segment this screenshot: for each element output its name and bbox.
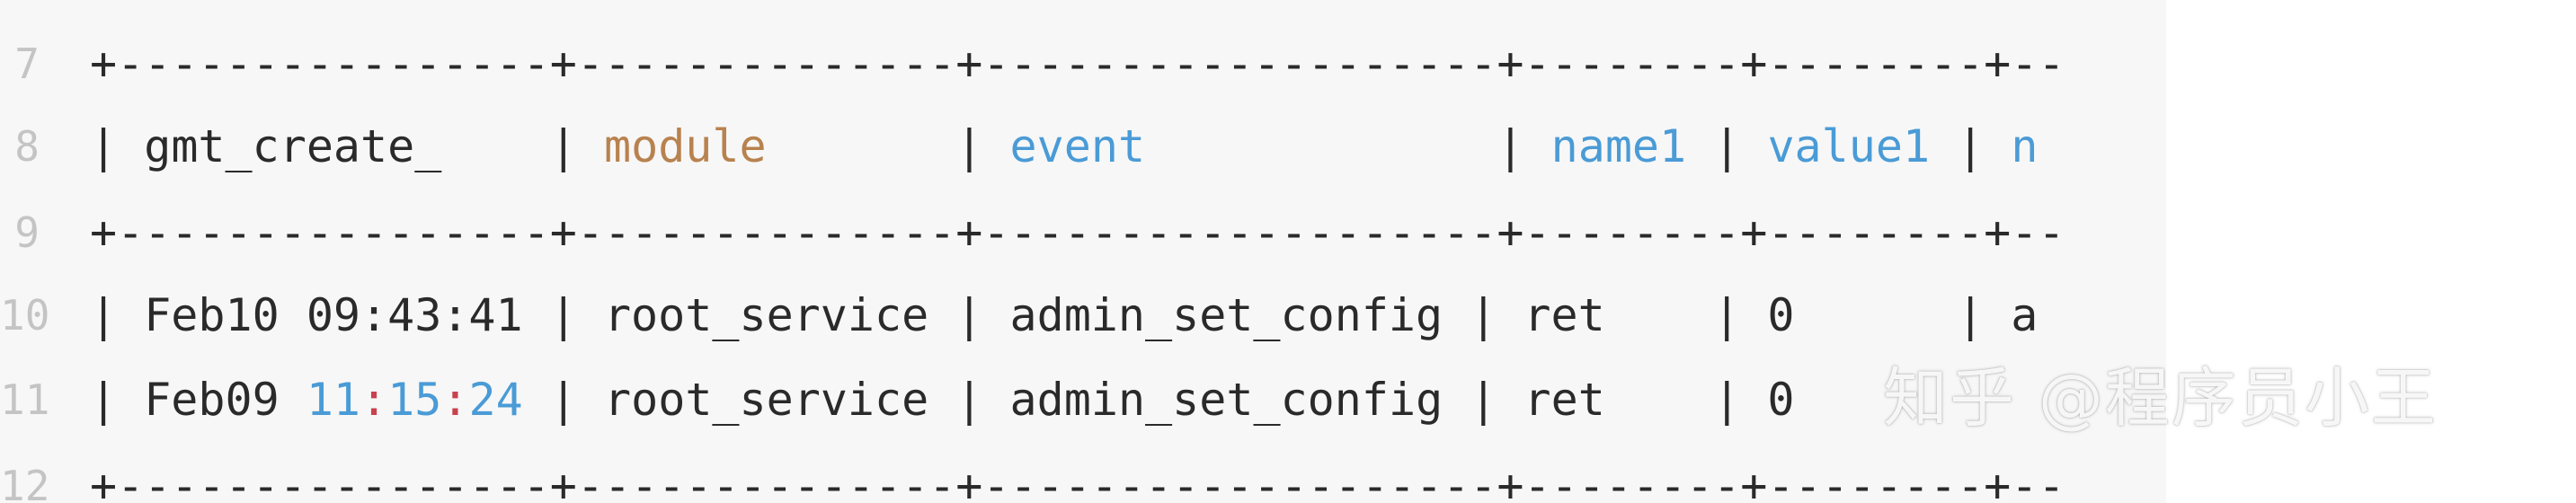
table-header-row: | gmt_create_ | module | event | name1 |… — [90, 104, 2038, 189]
row-prefix: | Feb09 — [90, 374, 306, 426]
line-number: 8 — [14, 122, 40, 171]
code-line-12: 12 +----------------+--------------+----… — [0, 444, 2065, 503]
header-gmt-create: gmt_create_ — [144, 120, 442, 172]
header-truncated: n — [2011, 120, 2039, 172]
time-colon: : — [441, 374, 469, 426]
line-number: 12 — [0, 462, 50, 503]
pipe: | — [1145, 120, 1551, 172]
line-number: 10 — [0, 291, 50, 340]
header-name1: name1 — [1550, 120, 1687, 172]
pipe: | — [1930, 120, 2012, 172]
table-row: | Feb09 11:15:24 | root_service | admin_… — [90, 357, 1795, 442]
table-row: | Feb10 09:43:41 | root_service | admin_… — [90, 289, 2039, 341]
code-line-8: 8 | gmt_create_ | module | event | name1… — [0, 104, 2038, 189]
time-colon: : — [360, 374, 388, 426]
pipe: | — [90, 120, 145, 172]
header-event: event — [1009, 120, 1146, 172]
row-suffix: | root_service | admin_set_config | ret … — [522, 374, 1795, 426]
table-border: +----------------+--------------+-------… — [90, 38, 2065, 90]
time-minutes: 15 — [387, 374, 442, 426]
header-value1: value1 — [1767, 120, 1931, 172]
pipe: | — [766, 120, 1010, 172]
code-line-11: 11 | Feb09 11:15:24 | root_service | adm… — [0, 357, 1795, 442]
pipe: | — [441, 120, 604, 172]
time-hours: 11 — [306, 374, 361, 426]
code-line-9: 9 +----------------+--------------+-----… — [0, 190, 2065, 275]
table-border: +----------------+--------------+-------… — [90, 207, 2065, 259]
code-line-10: 10 | Feb10 09:43:41 | root_service | adm… — [0, 273, 2038, 357]
code-line-7: 7 +----------------+--------------+-----… — [0, 22, 2065, 106]
line-number: 9 — [14, 208, 40, 257]
pipe: | — [1686, 120, 1768, 172]
blank-panel — [2166, 0, 2576, 503]
watermark: 知乎 @程序员小王 — [1883, 360, 2438, 436]
table-border: +----------------+--------------+-------… — [90, 460, 2065, 503]
code-editor[interactable]: 7 +----------------+--------------+-----… — [0, 0, 2166, 503]
line-number: 7 — [14, 40, 40, 88]
header-module: module — [603, 120, 767, 172]
time-seconds: 24 — [468, 374, 523, 426]
line-number: 11 — [0, 375, 50, 424]
